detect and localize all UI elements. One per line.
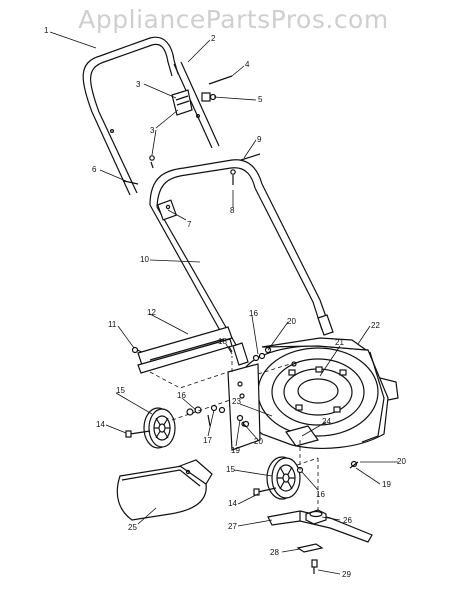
callout-17: 17 (203, 436, 212, 445)
callout-11: 11 (108, 320, 117, 329)
callout-7: 7 (187, 220, 192, 229)
callout-16: 16 (177, 391, 186, 400)
callout-22: 22 (371, 321, 380, 330)
callout-25: 25 (128, 523, 137, 532)
handle-control-bracket[interactable] (171, 89, 193, 116)
callout-20: 20 (254, 437, 263, 446)
callout-15: 15 (226, 465, 235, 474)
rear-baffle[interactable] (131, 326, 233, 374)
callout-4: 4 (245, 60, 250, 69)
callout-29: 29 (342, 570, 351, 579)
callout-21: 21 (335, 338, 344, 347)
watermark-text: AppliancePartsPros.com (78, 5, 389, 34)
callout-27: 27 (228, 522, 237, 531)
callout-6: 6 (92, 165, 97, 174)
blade-bolt-and-washer[interactable] (296, 543, 324, 574)
callout-1: 1 (44, 26, 49, 35)
mower-deck[interactable] (227, 337, 399, 451)
callout-23: 23 (232, 397, 241, 406)
callout-14: 14 (96, 420, 105, 429)
callout-16: 16 (316, 490, 325, 499)
callout-9: 9 (257, 135, 262, 144)
upper-hardware[interactable] (123, 75, 261, 185)
callout-26: 26 (343, 516, 352, 525)
callout-3: 3 (150, 126, 155, 135)
blade-adapter[interactable] (305, 509, 327, 525)
callout-20: 20 (397, 457, 406, 466)
upper-handle[interactable] (82, 36, 220, 196)
assembly-guide-lines (149, 356, 319, 515)
callout-3: 3 (136, 80, 141, 89)
lower-handle[interactable] (149, 159, 334, 366)
discharge-chute[interactable] (116, 459, 213, 521)
rear-wheel[interactable] (143, 407, 176, 449)
callout-14: 14 (228, 499, 237, 508)
callout-8: 8 (230, 206, 235, 215)
callout-28: 28 (270, 548, 279, 557)
callout-20: 20 (287, 317, 296, 326)
callout-labels: 1 2 3 3 4 5 6 7 8 9 10 11 12 14 14 15 15… (44, 26, 406, 579)
callout-2: 2 (211, 34, 216, 43)
front-wheel[interactable] (266, 456, 301, 500)
callout-12: 12 (147, 308, 156, 317)
callout-15: 15 (116, 386, 125, 395)
callout-16: 16 (249, 309, 258, 318)
leader-lines (49, 31, 398, 575)
callout-24: 24 (322, 417, 331, 426)
callout-18: 18 (218, 337, 227, 346)
callout-5: 5 (258, 95, 263, 104)
callout-19: 19 (382, 480, 391, 489)
callout-19: 19 (231, 446, 240, 455)
callout-10: 10 (140, 255, 149, 264)
